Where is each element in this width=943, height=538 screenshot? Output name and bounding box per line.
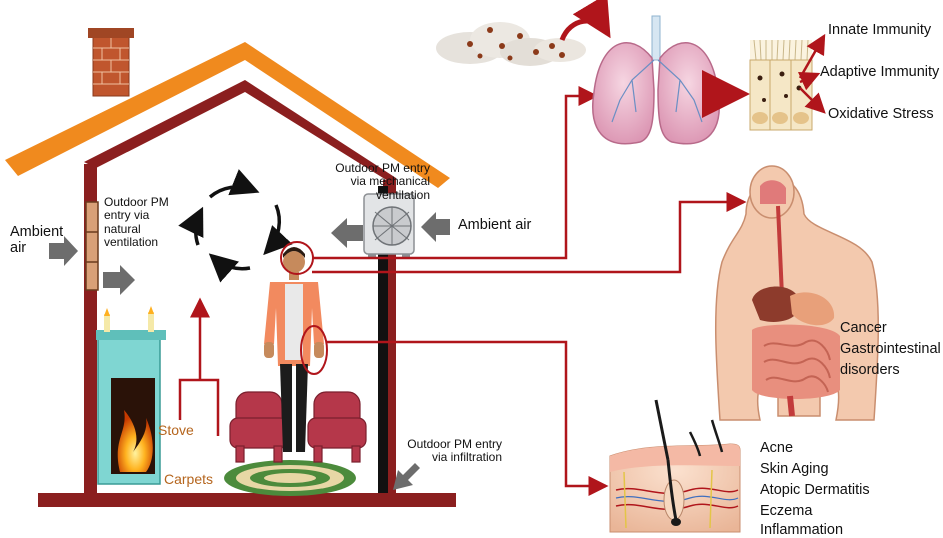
fireplace (96, 306, 166, 484)
mechanical-ventilation-label: Outdoor PM entry via mechanical ventilat… (268, 162, 430, 202)
ambient-air-left-label: Ambient air (10, 224, 63, 256)
carpets-label: Carpets (164, 472, 213, 488)
gi-effect-cancer: Cancer (840, 320, 887, 336)
skin-effect-skin-aging: Skin Aging (760, 461, 829, 477)
air-circulation-arrows (196, 187, 280, 269)
stove-label: Stove (158, 423, 194, 439)
floor (38, 493, 456, 507)
pm-to-lung-arrow (562, 21, 608, 40)
skin-effect-acne: Acne (760, 440, 793, 456)
pm-cloud (436, 22, 586, 66)
lung-effect-adaptive-immunity: Adaptive Immunity (820, 64, 939, 80)
gi-effect-gastrointestinal: Gastrointestinal (840, 341, 941, 357)
ambient-air-right-label: Ambient air (458, 217, 531, 233)
mechanical-ventilation-arrow (331, 218, 363, 248)
infiltration-arrow (393, 463, 420, 490)
armchair-right (308, 392, 366, 462)
skin-effect-inflammation: Inflammation (760, 522, 843, 538)
lung-effect-oxidative-stress: Oxidative Stress (828, 106, 934, 122)
emission-arrows (180, 300, 218, 436)
skin-effect-atopic-dermatitis: Atopic Dermatitis (760, 482, 870, 498)
natural-ventilation-arrow (103, 265, 135, 295)
infiltration-label: Outdoor PM entry via infiltration (380, 438, 502, 465)
airway-epithelium (750, 40, 812, 130)
armchair-left (230, 392, 288, 462)
skin-effect-eczema: Eczema (760, 503, 812, 519)
window (86, 202, 98, 290)
pathway-connectors (312, 96, 744, 486)
chimney (88, 28, 134, 96)
air-conditioner-unit (364, 194, 414, 259)
lungs (593, 16, 719, 144)
carpet (224, 460, 356, 496)
ambient-air-right-arrow (421, 212, 450, 242)
torso-gi-tract (716, 166, 879, 420)
gi-effect-disorders: disorders (840, 362, 900, 378)
lung-effect-innate-immunity: Innate Immunity (828, 22, 931, 38)
natural-ventilation-label: Outdoor PM entry via natural ventilation (104, 196, 169, 250)
